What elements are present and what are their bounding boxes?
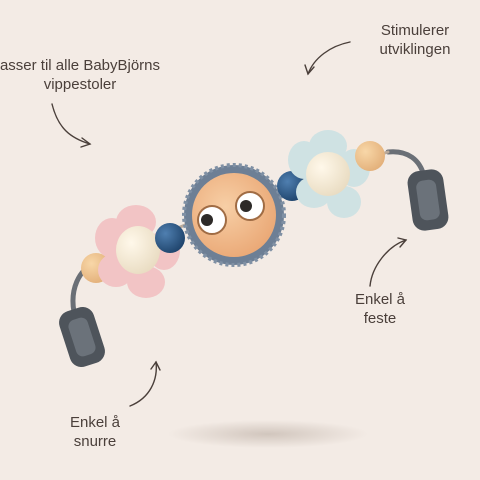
label-stimulates: Stimulerer utviklingen xyxy=(355,21,475,59)
label-easy-attach-line2: feste xyxy=(363,310,397,327)
label-easy-attach: Enkel å feste xyxy=(340,290,420,328)
curved-arrow-icon xyxy=(369,237,408,287)
bead-icon xyxy=(355,141,385,171)
curved-arrow-icon xyxy=(51,103,92,148)
label-stimulates-line1: Stimulerer xyxy=(380,22,450,39)
flower-bead-icon xyxy=(288,130,370,218)
floor-shadow xyxy=(168,420,368,448)
wooden-face-disc-icon xyxy=(182,163,286,267)
left-clip-icon xyxy=(59,306,105,368)
bead-icon xyxy=(155,223,185,253)
label-compatibility-line1: asser til alle BabyBjörns xyxy=(0,57,161,74)
curved-arrow-icon xyxy=(129,360,161,407)
label-easy-strap-line1: Enkel å xyxy=(69,414,121,431)
label-stimulates-line2: utviklingen xyxy=(379,41,451,58)
label-easy-attach-line1: Enkel å xyxy=(354,291,406,308)
curved-arrow-icon xyxy=(304,41,351,76)
label-compatibility: asser til alle BabyBjörns vippestoler xyxy=(0,56,180,94)
label-easy-strap-line2: snurre xyxy=(73,433,117,450)
label-compatibility-line2: vippestoler xyxy=(43,76,117,93)
right-clip-icon xyxy=(407,169,449,231)
label-easy-strap: Enkel å snurre xyxy=(55,413,135,451)
